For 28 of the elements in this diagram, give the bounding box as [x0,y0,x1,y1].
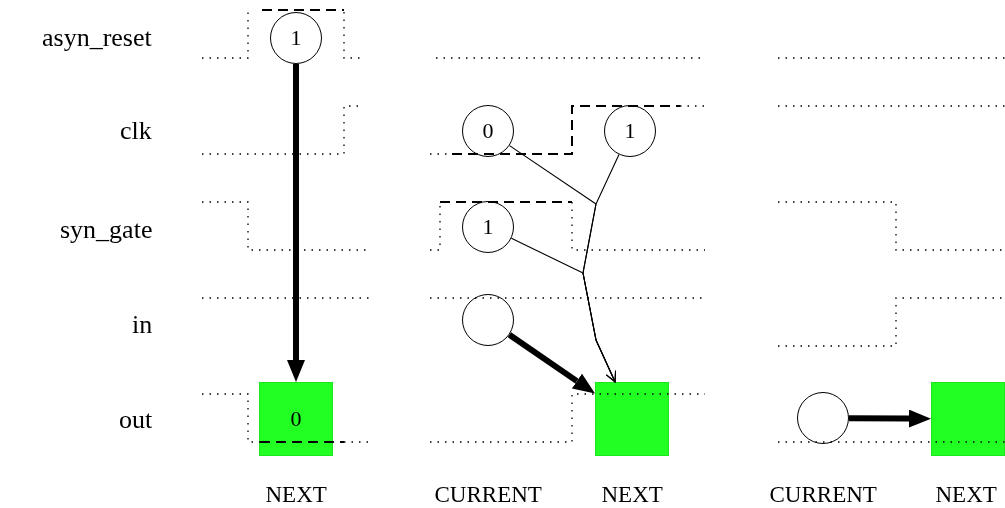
signal-name: out [119,407,153,433]
arrow [507,332,596,394]
output-box [931,382,1005,456]
state-circle [270,12,322,64]
output-box [259,382,333,456]
state-value: 1 [290,25,302,51]
state-circle [462,105,514,157]
state-label: CURRENT [434,482,542,506]
state-label: NEXT [265,482,327,506]
state-value: 0 [482,118,494,144]
arrow [510,237,616,383]
state-circle [462,201,514,253]
signal-name: clk [120,118,152,144]
state-label: NEXT [601,482,663,506]
output-box [595,382,669,456]
signal-name: in [132,312,153,338]
arrow [287,64,305,382]
state-value: 0 [290,406,302,432]
signal-name: asyn_reset [42,25,152,51]
state-value: 1 [624,118,636,144]
arrow [848,409,931,428]
state-label: NEXT [935,482,997,506]
state-circle [604,105,656,157]
signal-name: syn_gate [60,217,153,243]
state-value: 1 [482,214,494,240]
state-label: CURRENT [769,482,877,506]
state-circle [462,294,514,346]
state-circle [797,392,849,444]
